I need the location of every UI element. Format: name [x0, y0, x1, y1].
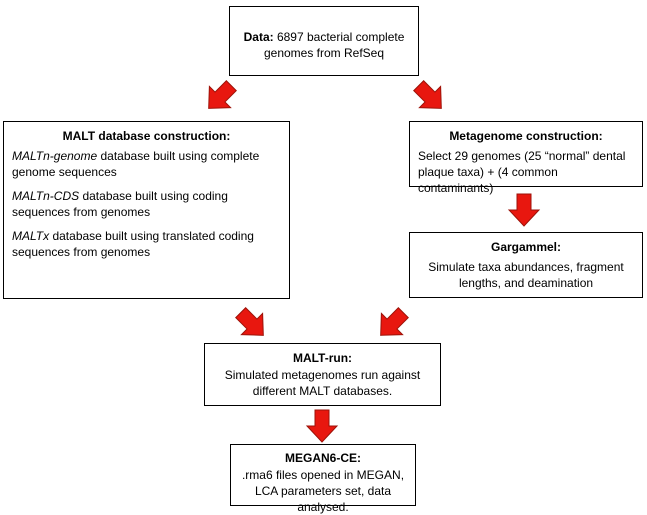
- megan-title: MEGAN6-CE:: [284, 451, 361, 465]
- arrow-gargammel-to-malt-run: [369, 301, 415, 347]
- data-box: Data: 6897 bacterial complete genomes fr…: [229, 6, 419, 76]
- malt-run-title: MALT-run:: [292, 351, 353, 365]
- data-text: 6897 bacterial complete genomes from Ref…: [263, 30, 405, 61]
- arrow-malt-run-to-megan: [306, 409, 338, 443]
- malt-db-item-name: MALTn-CDS: [12, 189, 80, 204]
- malt-database-box: MALT database construction: MALTn-genome…: [3, 121, 290, 299]
- malt-database-title: MALT database construction:: [62, 129, 231, 143]
- malt-db-item-text: database built using complete genome seq…: [12, 149, 260, 180]
- malt-db-item-x: MALTx database built using translated co…: [12, 228, 281, 260]
- megan-box: MEGAN6-CE: .rma6 files opened in MEGAN, …: [230, 444, 416, 514]
- arrow-data-to-malt-db: [197, 74, 243, 120]
- malt-db-item-text: database built using translated coding s…: [12, 229, 254, 260]
- malt-db-item-cds: MALTn-CDS database built using coding se…: [12, 188, 281, 220]
- malt-db-item-name: MALTx: [12, 229, 50, 244]
- data-label: Data:: [243, 30, 274, 44]
- metagenome-box: Metagenome construction: Select 29 genom…: [409, 121, 643, 195]
- gargammel-title: Gargammel:: [490, 240, 562, 254]
- malt-db-item-genome: MALTn-genome database built using comple…: [12, 148, 281, 180]
- malt-run-text: Simulated metagenomes run against differ…: [224, 368, 421, 399]
- arrow-malt-db-to-malt-run: [229, 301, 275, 347]
- gargammel-text: Simulate taxa abundances, fragment lengt…: [428, 260, 624, 291]
- malt-db-item-text: database built using coding sequences fr…: [12, 189, 228, 220]
- metagenome-text: Select 29 genomes (25 “normal” dental pl…: [418, 149, 626, 196]
- gargammel-box: Gargammel: Simulate taxa abundances, fra…: [409, 232, 643, 298]
- malt-db-item-name: MALTn-genome: [12, 149, 98, 164]
- arrow-metagenome-to-gargammel: [508, 193, 540, 227]
- malt-run-box: MALT-run: Simulated metagenomes run agai…: [204, 343, 441, 406]
- metagenome-title: Metagenome construction:: [449, 129, 603, 143]
- arrow-data-to-metagenome: [407, 74, 453, 120]
